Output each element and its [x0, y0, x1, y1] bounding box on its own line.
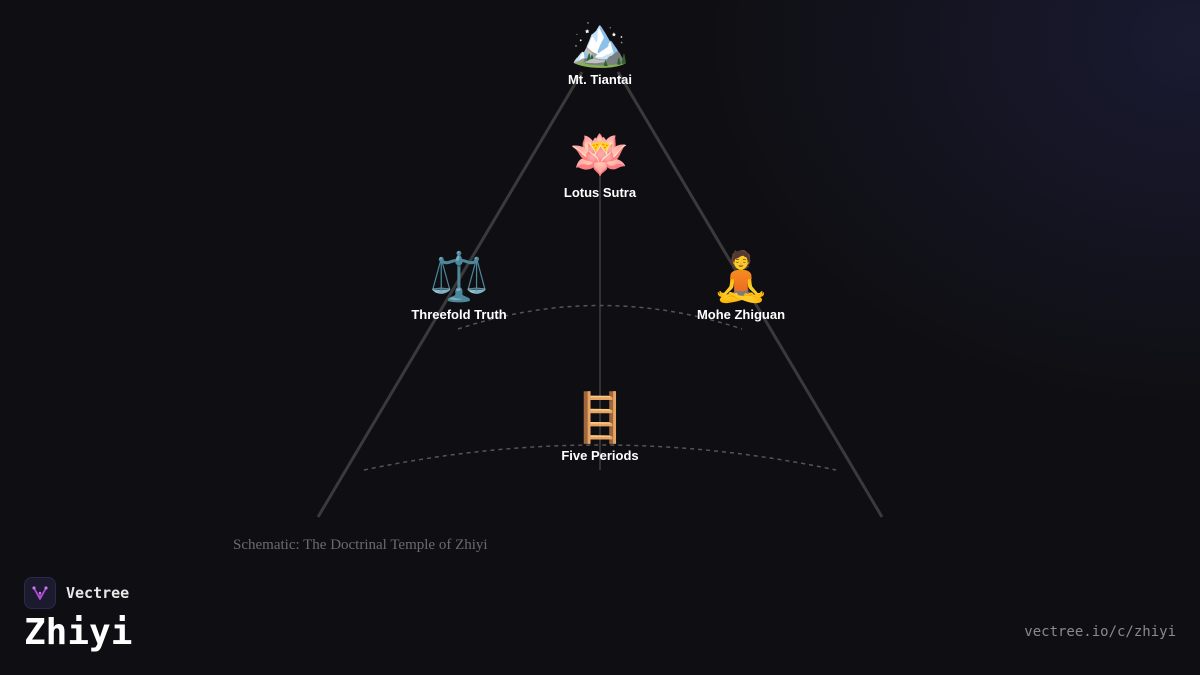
node-label: Mt. Tiantai — [567, 72, 633, 87]
node-lotus-sutra: 🪷 Lotus Sutra — [500, 127, 700, 200]
diagram-caption: Schematic: The Doctrinal Temple of Zhiyi — [233, 537, 488, 553]
temple-right-edge — [616, 71, 884, 518]
page-title: Zhiyi — [24, 612, 133, 653]
vectree-logo-icon — [24, 577, 56, 609]
node-label: Lotus Sutra — [563, 185, 637, 200]
node-mt-tiantai: 🏔️ Mt. Tiantai — [500, 14, 700, 87]
lotus-icon: 🪷 — [570, 127, 630, 183]
node-mohe-zhiguan: 🧘 Mohe Zhiguan — [641, 249, 841, 322]
brand-block: Vectree Zhiyi — [24, 577, 132, 655]
node-label: Mohe Zhiguan — [696, 307, 786, 322]
meditating-person-icon: 🧘 — [711, 249, 771, 305]
ladder-icon: 🪜 — [570, 390, 630, 446]
page-url: vectree.io/c/zhiyi — [1024, 624, 1176, 640]
mountain-icon: 🏔️ — [570, 14, 630, 70]
node-label: Five Periods — [561, 448, 639, 463]
lower-arch — [363, 444, 837, 471]
upper-arch — [457, 304, 743, 330]
node-five-periods: 🪜 Five Periods — [500, 390, 700, 463]
node-label: Threefold Truth — [411, 307, 507, 322]
scales-icon: ⚖️ — [429, 249, 489, 305]
temple-left-edge — [316, 71, 584, 518]
brand-name: Vectree — [66, 584, 130, 602]
node-threefold-truth: ⚖️ Threefold Truth — [359, 249, 559, 322]
